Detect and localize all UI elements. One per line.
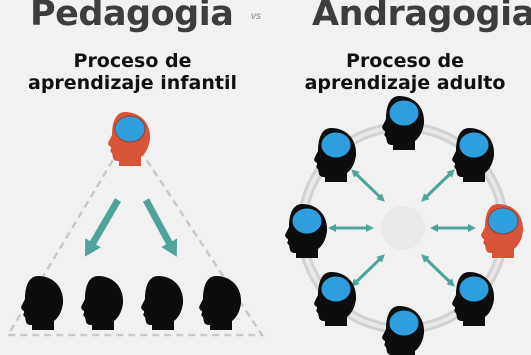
teacher-head-icon bbox=[108, 112, 150, 166]
teacher-head-icon-right bbox=[481, 204, 523, 258]
andragogia-title: Andragogia bbox=[312, 0, 531, 34]
learner-head-icon-bottom bbox=[382, 306, 424, 355]
arrow-icon-down-left bbox=[84, 198, 122, 257]
learner-head-icon-3 bbox=[141, 276, 183, 330]
andragogia-subtitle: Proceso de aprendizaje adulto bbox=[285, 50, 525, 94]
andragogia-subtitle-line2: aprendizaje adulto bbox=[304, 72, 506, 94]
arrow-icon-down-right bbox=[142, 198, 178, 257]
andragogia-subtitle-line1: Proceso de bbox=[346, 50, 464, 72]
pedagogia-title: Pedagogia bbox=[30, 0, 234, 34]
pedagogia-subtitle-line1: Proceso de bbox=[73, 50, 192, 72]
pedagogy-triangle bbox=[5, 149, 265, 337]
learner-head-icon-1 bbox=[21, 276, 63, 330]
learner-head-icon-left bbox=[285, 204, 327, 258]
pedagogia-subtitle: Proceso de aprendizaje infantil bbox=[0, 50, 265, 94]
vs-label: vs bbox=[251, 11, 261, 22]
learner-head-icon-top bbox=[382, 96, 424, 150]
arrow-icon-group bbox=[328, 169, 476, 287]
learner-head-icon-top-left bbox=[314, 128, 356, 182]
pedagogia-subtitle-line2: aprendizaje infantil bbox=[28, 72, 237, 94]
learner-head-icon-4 bbox=[199, 276, 241, 330]
learner-head-icon-2 bbox=[81, 276, 123, 330]
learner-head-icon-bottom-right bbox=[452, 272, 494, 326]
